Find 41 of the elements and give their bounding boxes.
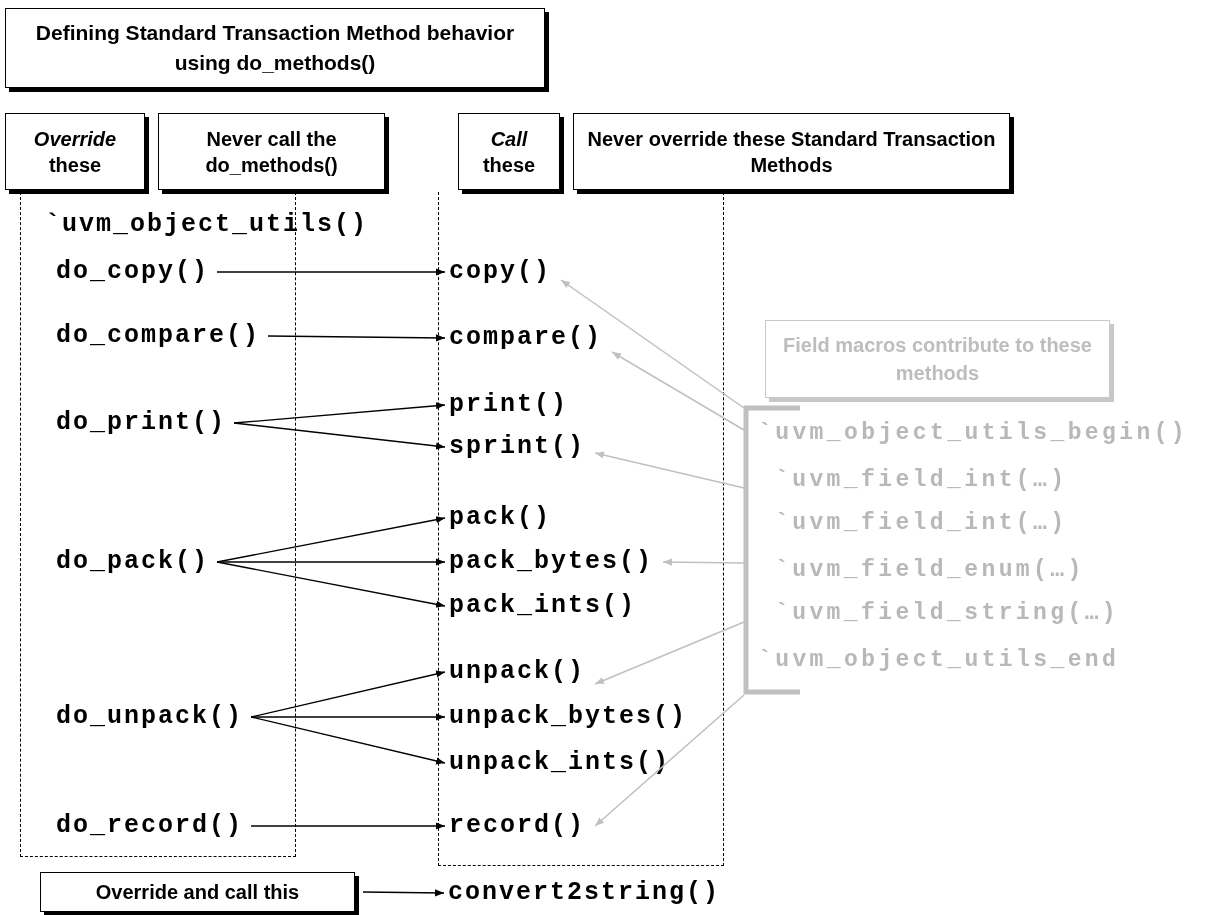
method-name: copy(): [449, 257, 551, 287]
arrow: [250, 822, 446, 830]
arrow: [233, 402, 446, 424]
macro-code: `uvm_field_string(…): [775, 599, 1120, 627]
method-name: unpack(): [449, 657, 586, 687]
method-name: do_record(): [56, 811, 244, 841]
arrow: [594, 451, 745, 489]
method-name: sprint(): [449, 432, 586, 462]
arrow: [560, 279, 745, 409]
arrow: [267, 334, 446, 342]
arrow: [216, 268, 446, 276]
arrow: [250, 713, 446, 721]
arrow: [233, 422, 446, 450]
method-name: do_pack(): [56, 547, 210, 577]
macro-code: `uvm_object_utils_end: [758, 646, 1120, 674]
method-name: pack_bytes(): [449, 547, 654, 577]
method-name: pack_ints(): [449, 591, 637, 621]
method-name: do_copy(): [56, 257, 210, 287]
method-name: print(): [449, 390, 569, 420]
macro-code: `uvm_object_utils_begin(): [758, 419, 1189, 447]
arrow: [594, 694, 745, 827]
macro-code: `uvm_field_int(…): [775, 466, 1068, 494]
method-name: do_compare(): [56, 321, 261, 351]
macro-name: `uvm_object_utils(): [45, 210, 369, 240]
macro-code: `uvm_field_enum(…): [775, 556, 1085, 584]
method-name: unpack_ints(): [449, 748, 671, 778]
method-name: convert2string(): [448, 878, 721, 908]
arrow: [594, 621, 745, 685]
arrow: [216, 561, 446, 608]
arrow: [216, 558, 446, 566]
method-name: compare(): [449, 323, 603, 353]
arrow: [250, 716, 446, 765]
method-name: pack(): [449, 503, 551, 533]
method-name: record(): [449, 811, 586, 841]
method-name: do_print(): [56, 408, 227, 438]
arrow: [611, 351, 745, 431]
arrow: [662, 558, 745, 566]
method-name: do_unpack(): [56, 702, 244, 732]
macro-code: `uvm_field_int(…): [775, 509, 1068, 537]
dashed-group-outline: [438, 192, 724, 866]
method-name: unpack_bytes(): [449, 702, 688, 732]
